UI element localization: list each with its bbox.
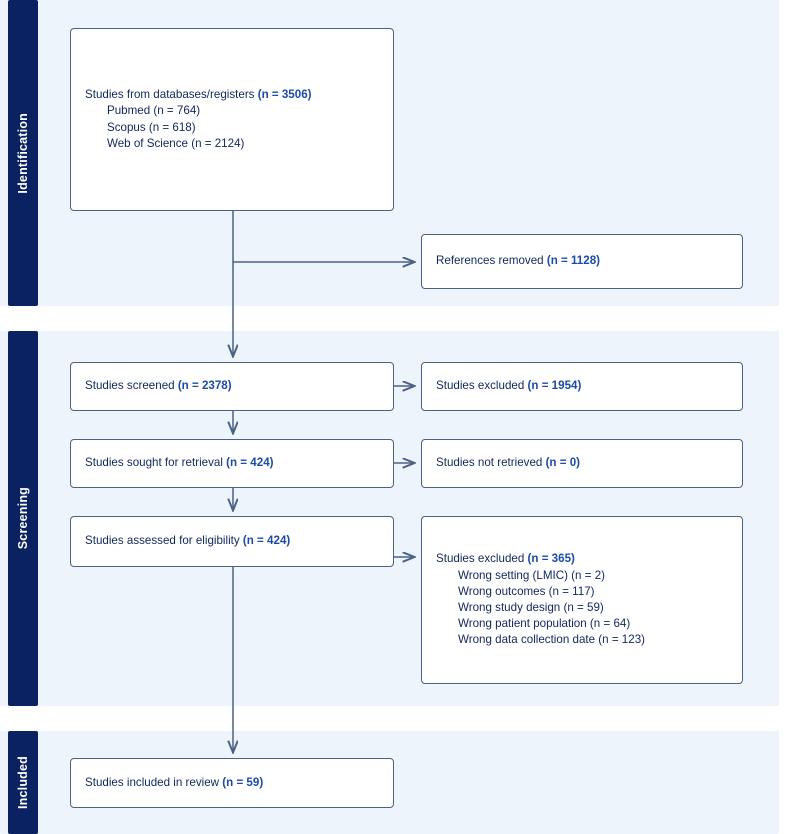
exclusion-reason-wrong-outcomes: Wrong outcomes (n = 117) [458, 584, 595, 598]
box-studies-excluded-eligibility-title-text: Studies excluded [436, 552, 528, 566]
exclusion-reason-wrong-setting: Wrong setting (LMIC) (n = 2) [458, 568, 606, 582]
box-sources-item-scopus: Scopus (n = 618) [107, 120, 196, 134]
box-included-title-text: Studies included in review [85, 775, 223, 789]
stage-label-included: Included [8, 731, 38, 834]
box-studies-assessed-for-eligibility[interactable]: Studies assessed for eligibility (n = 42… [70, 516, 394, 567]
box-studies-excluded-eligibility-title: Studies excluded (n = 365) [436, 551, 728, 567]
exclusion-reason-wrong-date: Wrong data collection date (n = 123) [458, 633, 646, 647]
stage-label-included-text: Included [16, 756, 30, 809]
box-studies-not-retrieved[interactable]: Studies not retrieved (n = 0) [421, 439, 743, 488]
box-studies-screened-title-text: Studies screened [85, 379, 178, 393]
box-studies-excluded-screening-title-text: Studies excluded [436, 379, 528, 393]
stage-label-screening-text: Screening [16, 487, 30, 550]
box-references-removed-title: References removed (n = 1128) [436, 253, 728, 269]
box-sources-title: Studies from databases/registers (n = 35… [85, 87, 379, 103]
box-references-removed-title-text: References removed [436, 254, 547, 268]
box-included-title: Studies included in review (n = 59) [85, 775, 379, 791]
exclusion-reason-wrong-population: Wrong patient population (n = 64) [458, 617, 631, 631]
box-studies-excluded-screening-title: Studies excluded (n = 1954) [436, 378, 728, 394]
box-studies-sought-for-retrieval[interactable]: Studies sought for retrieval (n = 424) [70, 439, 394, 488]
stage-label-identification-text: Identification [16, 112, 30, 194]
box-studies-sought-title-text: Studies sought for retrieval [85, 456, 227, 470]
box-sources-count: (n = 3506) [257, 88, 312, 102]
box-studies-not-retrieved-title-text: Studies not retrieved [436, 456, 546, 470]
box-studies-not-retrieved-count: (n = 0) [545, 456, 581, 470]
box-studies-excluded-eligibility-count: (n = 365) [527, 552, 575, 566]
box-studies-screened-title: Studies screened (n = 2378) [85, 378, 379, 394]
box-references-removed-count: (n = 1128) [546, 254, 601, 268]
box-included-count: (n = 59) [222, 775, 264, 789]
box-studies-sought-count: (n = 424) [226, 456, 274, 470]
box-references-removed[interactable]: References removed (n = 1128) [421, 234, 743, 289]
box-studies-included-in-review[interactable]: Studies included in review (n = 59) [70, 758, 394, 808]
box-sources-item-pubmed: Pubmed (n = 764) [107, 104, 201, 118]
box-eligibility-title: Studies assessed for eligibility (n = 42… [85, 533, 379, 549]
stage-label-screening: Screening [8, 331, 38, 706]
box-studies-sought-title: Studies sought for retrieval (n = 424) [85, 455, 379, 471]
box-studies-excluded-eligibility[interactable]: Studies excluded (n = 365) Wrong setting… [421, 516, 743, 684]
box-studies-screened-count: (n = 2378) [177, 379, 232, 393]
box-eligibility-title-text: Studies assessed for eligibility [85, 534, 243, 548]
box-sources-item-wos: Web of Science (n = 2124) [107, 136, 245, 150]
box-sources-title-text: Studies from databases/registers [85, 88, 258, 102]
box-studies-screened[interactable]: Studies screened (n = 2378) [70, 362, 394, 411]
box-studies-excluded-screening[interactable]: Studies excluded (n = 1954) [421, 362, 743, 411]
exclusion-reason-wrong-study-design: Wrong study design (n = 59) [458, 601, 604, 614]
box-studies-excluded-screening-count: (n = 1954) [527, 379, 582, 393]
box-studies-from-databases[interactable]: Studies from databases/registers (n = 35… [70, 28, 394, 211]
stage-label-identification: Identification [8, 0, 38, 306]
box-studies-not-retrieved-title: Studies not retrieved (n = 0) [436, 455, 728, 471]
box-eligibility-count: (n = 424) [242, 534, 291, 548]
